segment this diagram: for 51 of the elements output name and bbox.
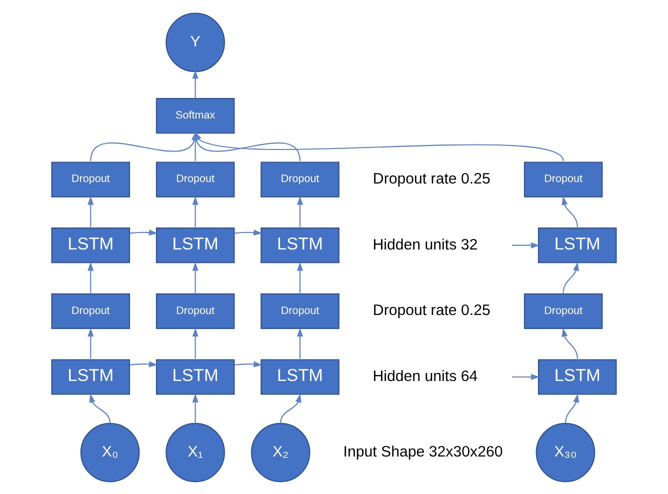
node-box: Dropout (156, 161, 235, 197)
node-box: Dropout (156, 292, 235, 328)
node-box: LSTM (51, 358, 130, 394)
node-box: Dropout (51, 292, 130, 328)
arrow (296, 196, 304, 226)
node-box: LSTM (538, 358, 617, 394)
label: Dropout rate 0.25 (372, 170, 490, 188)
node-box: LSTM (156, 358, 235, 394)
node-box: LSTM (260, 358, 340, 394)
arrow (280, 393, 302, 423)
arrow (192, 69, 198, 98)
arrow (562, 327, 578, 358)
label: Dropout rate 0.25 (372, 302, 490, 319)
node-box: Dropout (524, 161, 603, 197)
node-box: Dropout (524, 292, 603, 328)
node-box: LSTM (260, 227, 340, 263)
arrow (512, 373, 540, 380)
arrow (192, 393, 198, 423)
label: Hidden units 64 (372, 367, 478, 384)
arrow (234, 229, 262, 236)
arrow (296, 262, 304, 292)
arrow (88, 327, 94, 358)
arrow (562, 196, 578, 227)
arrow (130, 360, 158, 367)
arrow (192, 196, 198, 226)
arrow (234, 360, 262, 367)
node-box: Dropout (51, 161, 130, 197)
node-circle: X₂ (250, 422, 310, 482)
arrow (88, 262, 94, 292)
arrow (562, 262, 580, 292)
arrow (564, 393, 580, 423)
node-box: Dropout (260, 292, 340, 328)
node-box: LSTM (51, 227, 130, 263)
node-box: Softmax (156, 98, 235, 134)
arrow (130, 229, 158, 236)
node-circle: X₃₀ (536, 422, 596, 482)
node-box: Dropout (260, 161, 340, 197)
arrow (88, 196, 94, 226)
arrow (192, 327, 198, 358)
node-box: LSTM (538, 227, 617, 263)
arrow (89, 393, 111, 423)
node-circle: X₁ (166, 422, 225, 482)
arrow (192, 262, 198, 292)
label: Input Shape 32x30x260 (343, 443, 503, 460)
label: Hidden units 32 (372, 236, 478, 253)
node-circle: Y (166, 12, 225, 72)
node-box: LSTM (156, 227, 235, 263)
arrow (512, 242, 540, 248)
arrow (296, 327, 304, 358)
node-circle: X₀ (80, 422, 140, 482)
arrow (194, 131, 564, 161)
